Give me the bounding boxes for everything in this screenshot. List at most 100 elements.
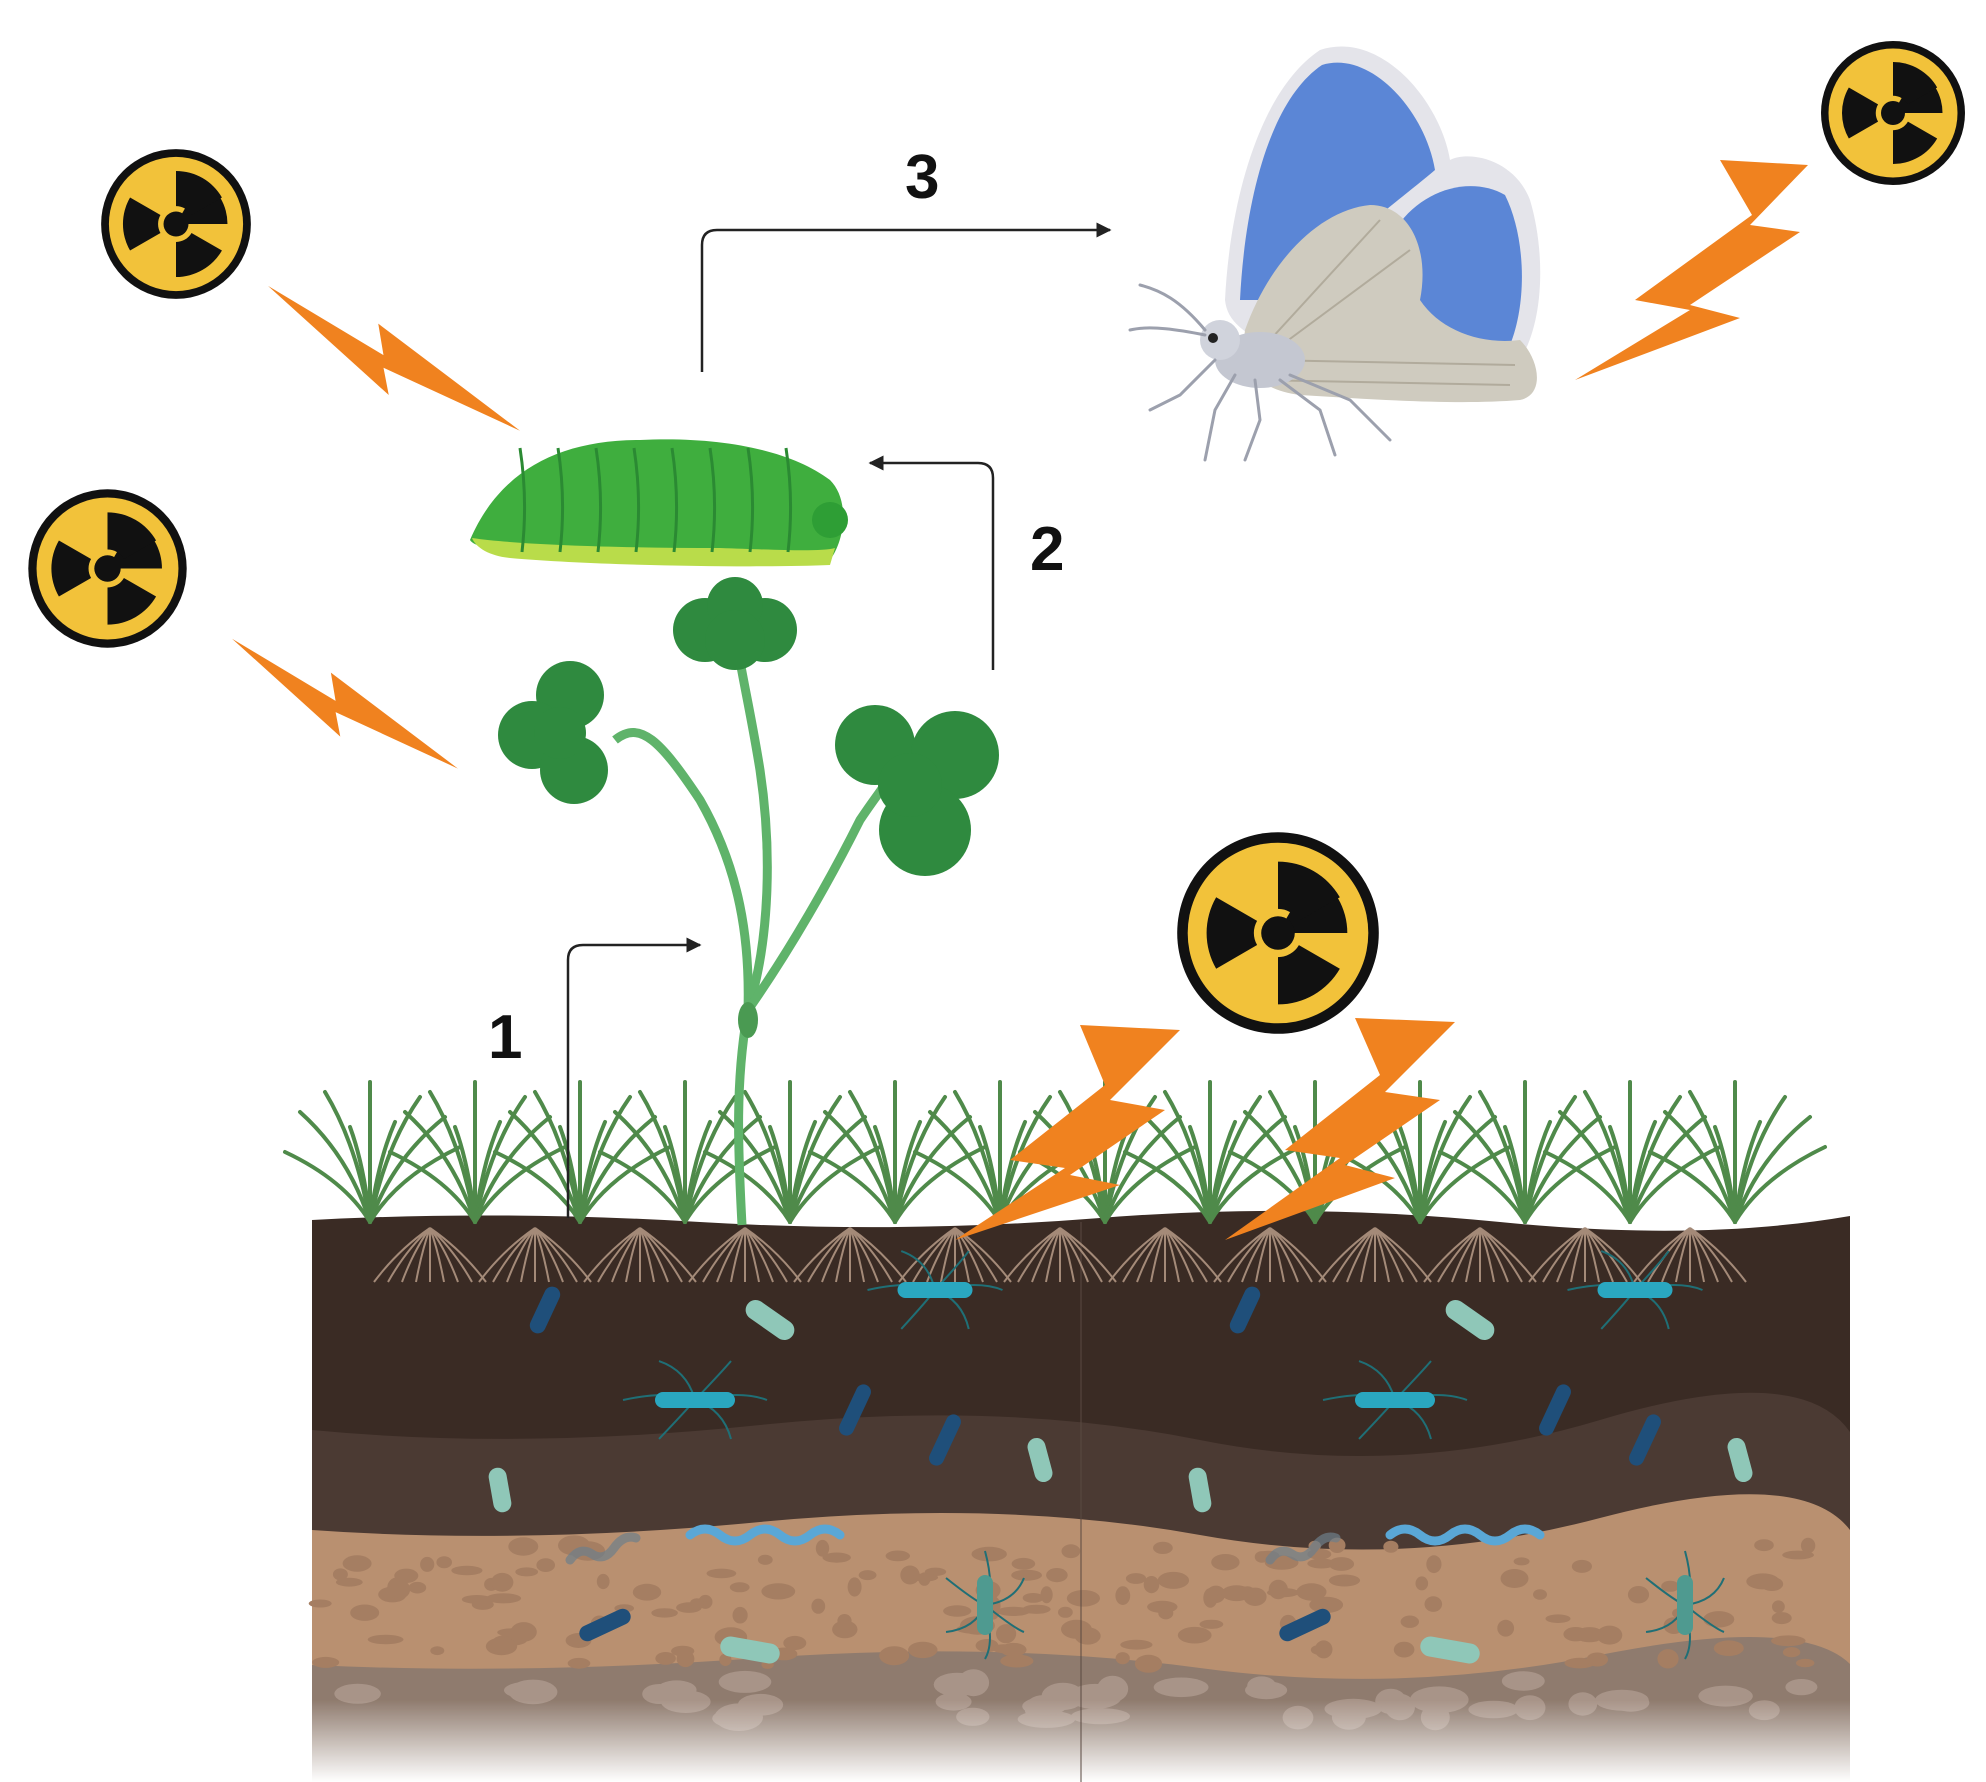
pebble bbox=[718, 1670, 772, 1693]
bacteria-icon bbox=[1539, 1384, 1571, 1436]
pebble bbox=[567, 1657, 591, 1669]
pebble bbox=[1501, 1671, 1545, 1691]
arrow-step-2 bbox=[868, 455, 995, 670]
pebble bbox=[1586, 1652, 1609, 1667]
pebble bbox=[1800, 1537, 1816, 1554]
root-cluster bbox=[1423, 1227, 1537, 1283]
bacteria-icon bbox=[745, 1299, 795, 1341]
bacteria-icon bbox=[1420, 1636, 1480, 1664]
root-cluster bbox=[478, 1227, 592, 1283]
pebble bbox=[1143, 1576, 1160, 1594]
pebble bbox=[596, 1573, 610, 1590]
bacteria-icon bbox=[622, 1360, 768, 1440]
bacteria-icon bbox=[1445, 1299, 1495, 1341]
pebble bbox=[655, 1652, 676, 1665]
pebble bbox=[1074, 1627, 1101, 1645]
bacteria-icon bbox=[945, 1550, 1025, 1660]
pebble bbox=[1500, 1569, 1529, 1588]
pebble bbox=[491, 1572, 514, 1592]
bacteria-icon bbox=[839, 1384, 871, 1436]
pebble bbox=[1393, 1641, 1415, 1658]
pebble bbox=[1203, 1588, 1218, 1608]
grass-tuft bbox=[283, 1080, 462, 1224]
pebble bbox=[332, 1568, 348, 1581]
pebble bbox=[1328, 1574, 1361, 1587]
grass-tuft bbox=[493, 1080, 672, 1224]
root-cluster bbox=[1528, 1227, 1642, 1283]
root-cluster bbox=[1003, 1227, 1117, 1283]
pebble bbox=[350, 1604, 380, 1621]
root-cluster bbox=[793, 1227, 907, 1283]
pebble bbox=[676, 1650, 695, 1668]
pebble bbox=[996, 1624, 1017, 1644]
root-cluster bbox=[1213, 1227, 1327, 1283]
radiation-icon bbox=[1821, 41, 1965, 185]
flow-arrows bbox=[566, 222, 1112, 1218]
soil-cross-section bbox=[308, 1210, 1850, 1782]
lightning-bolt-icon bbox=[1575, 160, 1808, 380]
pebble bbox=[1754, 1539, 1774, 1552]
pebble bbox=[1120, 1639, 1153, 1650]
bacteria-icon bbox=[1629, 1414, 1661, 1466]
pebble bbox=[1575, 1627, 1604, 1643]
bacteria-icon bbox=[579, 1608, 631, 1642]
pebble bbox=[822, 1552, 851, 1563]
pebble bbox=[342, 1555, 372, 1572]
pebble bbox=[1513, 1557, 1530, 1566]
pebble bbox=[1066, 1590, 1100, 1607]
grass-tuft bbox=[388, 1080, 567, 1224]
pebble bbox=[1134, 1654, 1163, 1673]
pebble bbox=[832, 1620, 858, 1639]
pebble bbox=[858, 1570, 877, 1581]
pebble bbox=[911, 1573, 939, 1582]
pebble bbox=[1497, 1619, 1515, 1637]
pebble bbox=[486, 1593, 522, 1604]
pebble bbox=[815, 1539, 830, 1557]
pebble bbox=[1000, 1654, 1034, 1668]
pebble bbox=[1772, 1600, 1785, 1613]
bacteria-icon bbox=[1229, 1286, 1261, 1334]
pebble bbox=[1713, 1640, 1744, 1656]
pebble bbox=[811, 1598, 826, 1614]
lightning-bolt-icon bbox=[955, 1025, 1180, 1240]
step-3-label: 3 bbox=[905, 143, 939, 212]
pebble bbox=[510, 1622, 537, 1642]
pebble bbox=[536, 1558, 555, 1572]
lightning-bolt-icon bbox=[232, 638, 458, 769]
pebble bbox=[1782, 1550, 1814, 1560]
grass-tufts bbox=[283, 1080, 1827, 1224]
pebble bbox=[1657, 1649, 1679, 1669]
pebble bbox=[1307, 1558, 1336, 1569]
root-cluster bbox=[373, 1227, 487, 1283]
root-cluster bbox=[688, 1227, 802, 1283]
pebble bbox=[1785, 1679, 1818, 1696]
pebble bbox=[1115, 1652, 1130, 1665]
pebble bbox=[1703, 1611, 1735, 1628]
pebble bbox=[1426, 1555, 1442, 1574]
pebble bbox=[1125, 1573, 1147, 1584]
grass-tuft bbox=[1123, 1080, 1302, 1224]
root-cluster bbox=[1108, 1227, 1222, 1283]
grass-tuft bbox=[1438, 1080, 1617, 1224]
pebble bbox=[957, 1669, 990, 1697]
pebble bbox=[1310, 1645, 1328, 1655]
pebble bbox=[1661, 1580, 1680, 1592]
pebble bbox=[847, 1577, 862, 1597]
pebble bbox=[1022, 1604, 1051, 1614]
pebble bbox=[1061, 1544, 1081, 1559]
pebble bbox=[943, 1605, 972, 1617]
pebble bbox=[515, 1567, 539, 1577]
pebble bbox=[1746, 1573, 1780, 1590]
pebble bbox=[308, 1599, 332, 1608]
pebble bbox=[461, 1595, 492, 1604]
pebble bbox=[1153, 1677, 1209, 1698]
pebble bbox=[1199, 1619, 1224, 1629]
grass-tuft bbox=[1648, 1080, 1827, 1224]
pebble bbox=[436, 1556, 453, 1569]
bacteria-icon bbox=[1645, 1550, 1725, 1660]
pebble bbox=[394, 1568, 419, 1584]
bacteria-icon bbox=[565, 1532, 641, 1565]
pebble bbox=[1533, 1589, 1547, 1600]
pebble bbox=[420, 1556, 435, 1572]
pebble bbox=[642, 1684, 677, 1704]
